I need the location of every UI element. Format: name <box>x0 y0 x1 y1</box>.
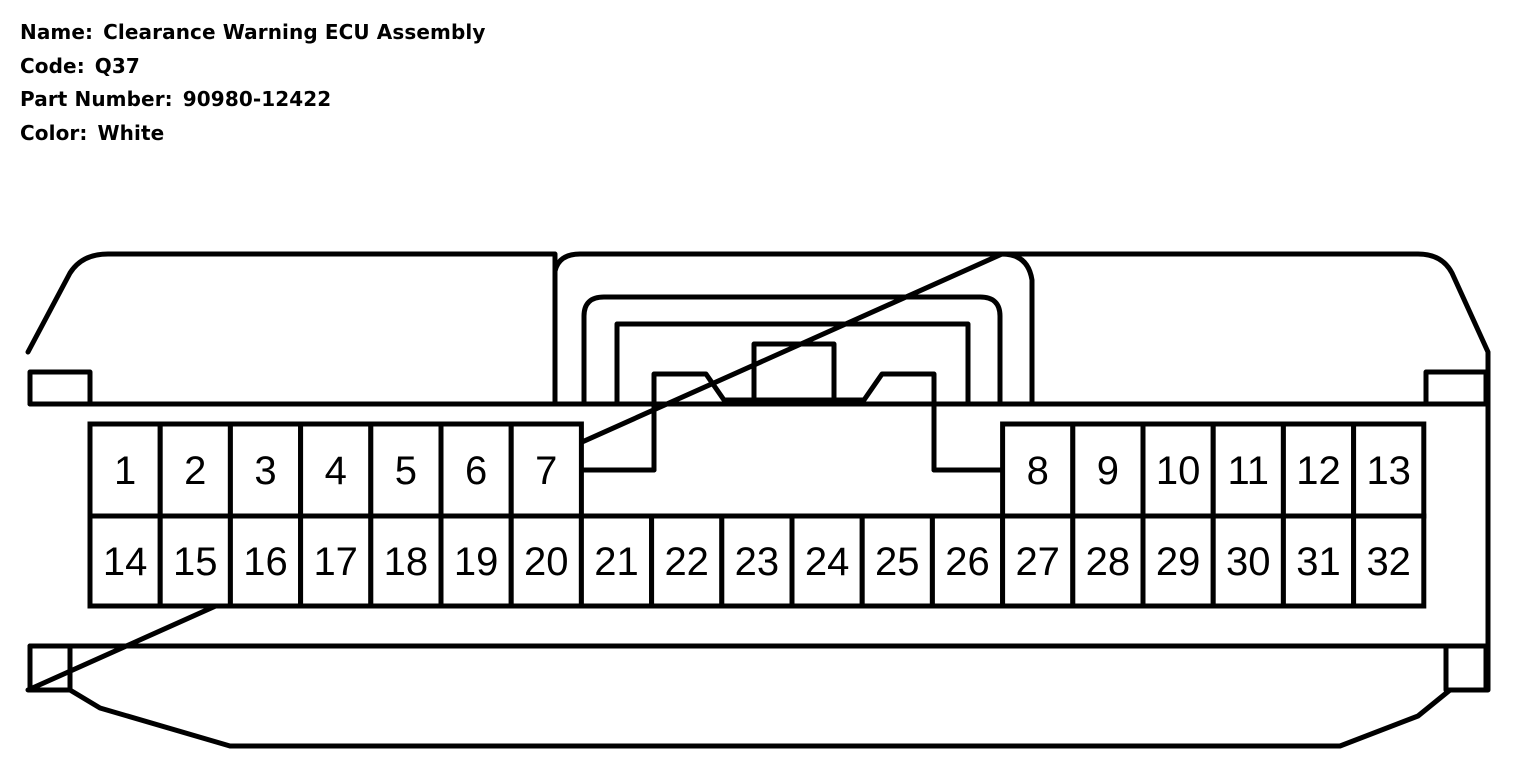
pin-number-17: 17 <box>313 540 358 584</box>
pin-cavity-6 <box>438 421 514 519</box>
part-number-label: Part Number: <box>20 87 173 111</box>
pin-cavity-28 <box>1070 513 1146 609</box>
pin-cavity-22 <box>649 513 725 609</box>
connector-housing <box>25 251 1491 749</box>
pin-number-21: 21 <box>594 540 639 584</box>
code-value: Q37 <box>94 53 140 78</box>
pin-cavity-5 <box>368 421 444 519</box>
right-foot-notch <box>1443 643 1489 693</box>
pin-cavity-20 <box>508 513 584 609</box>
pin-number-8: 8 <box>1027 449 1049 493</box>
pin-cavity-8 <box>1000 421 1076 519</box>
name-label: Name: <box>20 20 94 44</box>
pin-number-32: 32 <box>1366 540 1411 584</box>
pin-number-7: 7 <box>535 449 557 493</box>
pin-number-26: 26 <box>945 540 990 584</box>
pin-number-23: 23 <box>735 540 780 584</box>
pin-cavity-12 <box>1280 421 1357 519</box>
pin-number-27: 27 <box>1015 540 1060 584</box>
pin-cavity-3 <box>227 421 304 519</box>
pin-number-18: 18 <box>384 540 429 584</box>
color-label: Color: <box>20 120 88 145</box>
pin-number-4: 4 <box>325 449 347 493</box>
pin-number-16: 16 <box>243 540 288 584</box>
pin-cavity-1 <box>87 421 163 519</box>
right-latch-notch <box>1423 369 1489 407</box>
part-number-row: Part Number: 90980-12422 <box>20 83 485 117</box>
pin-number-31: 31 <box>1296 540 1341 584</box>
pin-number-10: 10 <box>1156 449 1201 493</box>
pin-number-1: 1 <box>114 449 136 493</box>
pin-number-14: 14 <box>103 540 148 584</box>
pin-number-5: 5 <box>395 449 417 493</box>
code-label: Code: <box>20 53 85 78</box>
pin-number-19: 19 <box>454 540 499 584</box>
pin-number-2: 2 <box>184 449 206 493</box>
pin-cavity-32 <box>1351 513 1427 609</box>
connector-info: Name: Clearance Warning ECU Assembly Code… <box>20 16 485 150</box>
pin-cavity-17 <box>298 513 374 609</box>
locking-hood <box>581 294 1003 407</box>
pin-number-20: 20 <box>524 540 569 584</box>
part-number-value: 90980-12422 <box>182 87 332 111</box>
left-foot-notch <box>27 643 73 693</box>
pin-number-28: 28 <box>1086 540 1131 584</box>
pin-cavity-10 <box>1140 421 1216 519</box>
pin-number-13: 13 <box>1366 449 1411 493</box>
pin-number-30: 30 <box>1226 540 1271 584</box>
locking-ramp-right <box>831 371 937 473</box>
locking-ramp-left <box>651 371 757 473</box>
color-row: Color: White <box>20 117 485 151</box>
housing-outline <box>25 251 1491 749</box>
pin-number-6: 6 <box>465 449 487 493</box>
pin-number-29: 29 <box>1156 540 1201 584</box>
pin-number-22: 22 <box>664 540 709 584</box>
pin-cavity-30 <box>1210 513 1286 609</box>
pin-cavity-14 <box>87 513 163 609</box>
pin-number-12: 12 <box>1296 449 1341 493</box>
bottom-pin-row: 14 15 16 17 18 19 20 21 22 23 24 25 26 27 28 29 30 31 32 <box>87 513 1427 609</box>
code-row: Code: Q37 <box>20 50 485 84</box>
locking-hood-inner <box>614 321 971 407</box>
pin-cavity-21 <box>578 513 655 609</box>
color-value: White <box>97 120 165 145</box>
locking-tab <box>751 341 837 403</box>
pin-number-9: 9 <box>1097 449 1119 493</box>
left-latch-notch <box>27 369 93 407</box>
pin-cavity-26 <box>929 513 1006 609</box>
pin-cavity-16 <box>227 513 304 609</box>
pin-number-24: 24 <box>805 540 850 584</box>
pin-number-25: 25 <box>875 540 920 584</box>
pin-number-3: 3 <box>254 449 276 493</box>
pin-number-15: 15 <box>173 540 218 584</box>
name-row: Name: Clearance Warning ECU Assembly <box>20 16 485 50</box>
name-value: Clearance Warning ECU Assembly <box>103 20 486 44</box>
pin-number-11: 11 <box>1228 449 1270 493</box>
